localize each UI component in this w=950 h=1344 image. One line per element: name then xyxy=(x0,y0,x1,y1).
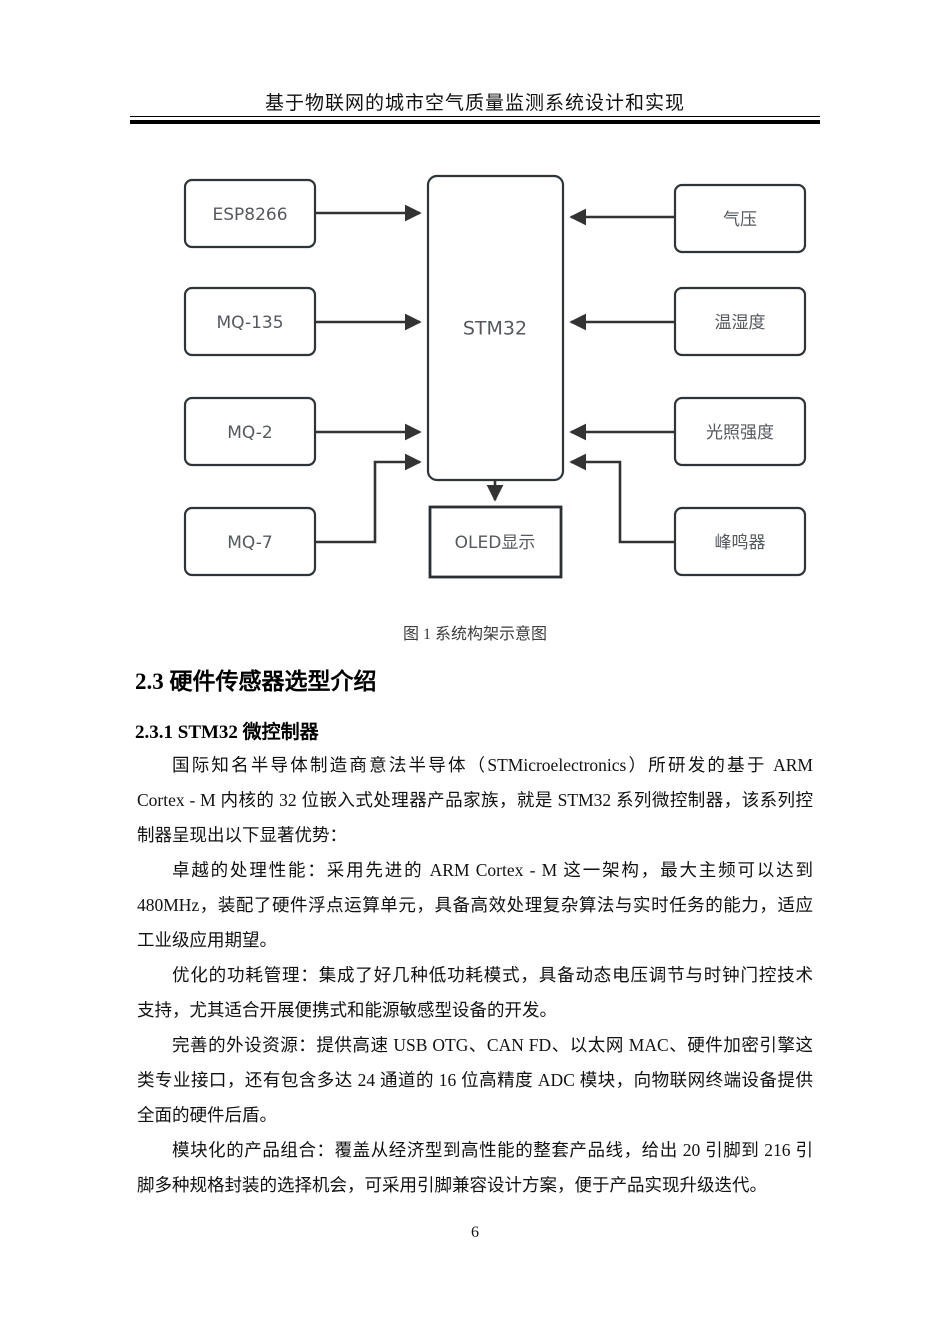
body-line: 类专业接口，还有包含多达 24 通道的 16 位高精度 ADC 模块，向物联网终… xyxy=(137,1070,813,1090)
arrow-buzzer-stm32 xyxy=(569,453,675,544)
body-line: 脚多种规格封装的选择机会，可采用引脚兼容设计方案，便于产品实现升级迭代。 xyxy=(137,1175,767,1195)
node-light-label: 光照强度 xyxy=(706,423,774,443)
body-text: 国际知名半导体制造商意法半导体（STMicroelectronics）所研发的基… xyxy=(137,748,813,1203)
node-pressure xyxy=(673,183,807,254)
body-line: 完善的外设资源：提供高速 USB OTG、CAN FD、以太网 MAC、硬件加密… xyxy=(172,1035,813,1055)
header-double-rule xyxy=(130,116,820,124)
figure-1-container: ESP8266 MQ-135 MQ-2 MQ-7 STM32 OLED显示 气压… xyxy=(0,160,950,590)
arrow-mq7-stm32 xyxy=(315,453,422,544)
body-line: 卓越的处理性能：采用先进的 ARM Cortex - M 这一架构，最大主频可以… xyxy=(172,860,813,880)
figure-caption: 图 1 系统构架示意图 xyxy=(402,626,547,643)
node-stm32-label: STM32 xyxy=(463,318,527,340)
subsection-heading-2-3-1: 2.3.1 STM32 微控制器 xyxy=(135,722,319,743)
body-line: 工业级应用期望。 xyxy=(137,930,277,950)
body-line: Cortex - M 内核的 32 位嵌入式处理器产品家族，就是 STM32 系… xyxy=(137,790,813,810)
node-mq135-label: MQ-135 xyxy=(216,313,283,333)
node-pressure-label: 气压 xyxy=(723,210,757,230)
body-line: 支持，尤其适合开展便携式和能源敏感型设备的开发。 xyxy=(137,1000,557,1020)
body-line: 480MHz，装配了硬件浮点运算单元，具备高效处理复杂算法与实时任务的能力，适应 xyxy=(137,895,813,915)
node-oled xyxy=(428,505,563,579)
body-line: 优化的功耗管理：集成了好几种低功耗模式，具备动态电压调节与时钟门控技术 xyxy=(172,965,813,985)
section-heading-2-3: 2.3 硬件传感器选型介绍 xyxy=(135,669,377,694)
node-buzzer-label: 峰鸣器 xyxy=(715,533,766,553)
node-temp-humidity-label: 温湿度 xyxy=(715,313,766,333)
page-number: 6 xyxy=(471,1224,479,1241)
node-mq7-label: MQ-7 xyxy=(227,533,272,553)
node-mq2-label: MQ-2 xyxy=(227,423,272,443)
architecture-diagram: ESP8266 MQ-135 MQ-2 MQ-7 STM32 OLED显示 气压… xyxy=(183,174,807,579)
body-line: 模块化的产品组合：覆盖从经济型到高性能的整套产品线，给出 20 引脚到 216 … xyxy=(172,1140,813,1160)
node-oled-label: OLED显示 xyxy=(455,533,536,553)
body-line: 制器呈现出以下显著优势： xyxy=(137,825,347,845)
node-esp8266-label: ESP8266 xyxy=(212,205,287,225)
body-line: 全面的硬件后盾。 xyxy=(137,1105,277,1125)
body-line: 国际知名半导体制造商意法半导体（STMicroelectronics）所研发的基… xyxy=(172,755,813,775)
page-header-title: 基于物联网的城市空气质量监测系统设计和实现 xyxy=(264,93,685,114)
